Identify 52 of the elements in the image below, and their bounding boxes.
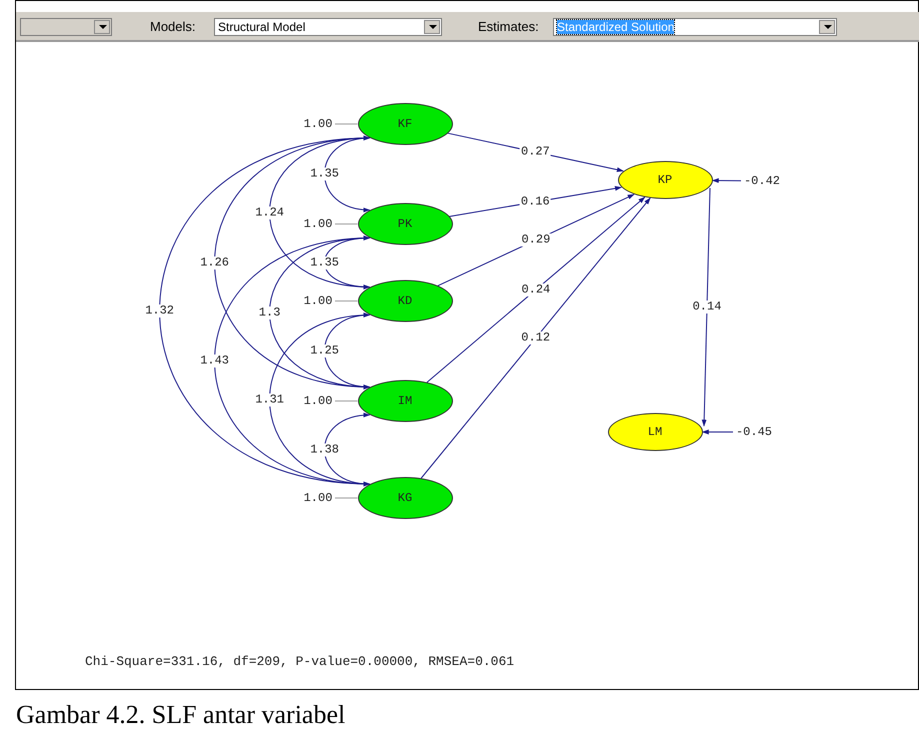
edge-label: 0.27 <box>520 146 551 159</box>
covariance-arc <box>324 413 370 486</box>
arrow <box>420 198 651 479</box>
arrow <box>426 196 646 383</box>
variable-name: KF <box>398 117 412 131</box>
path-value: 1.00 <box>301 217 335 231</box>
covariance-arc <box>324 236 370 289</box>
edge-label: 0.16 <box>520 195 551 208</box>
arrow <box>712 178 742 183</box>
edge-label: 0.14 <box>692 300 722 314</box>
path-value: -0.42 <box>741 174 783 188</box>
path-value: 1.00 <box>301 117 335 131</box>
path-value: 1.00 <box>301 294 335 308</box>
variable-name: KP <box>658 173 672 187</box>
edge-label: 1.32 <box>144 304 175 318</box>
edge-label: 1.43 <box>199 354 230 368</box>
path-value: 1.00 <box>301 491 335 505</box>
path-value: -0.45 <box>733 425 775 439</box>
estimates-select: Standardized Solution <box>553 18 837 36</box>
latent-variable-ellipse <box>608 413 702 451</box>
covariance-arc <box>324 313 370 389</box>
edge-label: 1.26 <box>199 256 230 269</box>
edge-label: 1.38 <box>309 443 340 456</box>
model-select: Structural Model <box>214 18 442 36</box>
edge-label: 0.12 <box>520 332 552 345</box>
variable-name: KG <box>398 491 412 505</box>
covariance-arc <box>324 136 370 212</box>
fit-statistics: Chi-Square=331.16, df=209, P-value=0.00000, RMSEA=0.061 <box>85 654 514 669</box>
edge-label: 0.24 <box>520 283 552 296</box>
arrow <box>702 430 734 434</box>
figure-caption: Gambar 4.2. SLF antar variabel <box>16 700 346 730</box>
edge-label: 1.3 <box>258 306 282 319</box>
variable-name: IM <box>398 394 412 408</box>
models-label: Models: <box>150 19 196 34</box>
edge-label: 1.35 <box>309 168 340 180</box>
estimates-label: Estimates: <box>478 19 539 34</box>
arrow <box>702 188 710 427</box>
latent-variable-ellipse <box>618 161 712 199</box>
edge-label: 1.25 <box>309 344 340 358</box>
covariance-arc <box>214 236 370 486</box>
edge-label: 1.24 <box>254 206 285 219</box>
connector-line <box>334 300 358 302</box>
variable-name: LM <box>648 425 662 439</box>
edge-label: 1.31 <box>254 393 285 406</box>
covariance-arc <box>159 136 370 486</box>
variable-name: KD <box>398 294 412 308</box>
connector-line <box>334 400 358 402</box>
covariance-arc <box>269 313 370 486</box>
path-value: 1.00 <box>301 394 335 408</box>
edge-label: 1.35 <box>309 256 340 269</box>
edge-label: 0.29 <box>520 234 552 247</box>
variable-name: PK <box>398 217 412 231</box>
